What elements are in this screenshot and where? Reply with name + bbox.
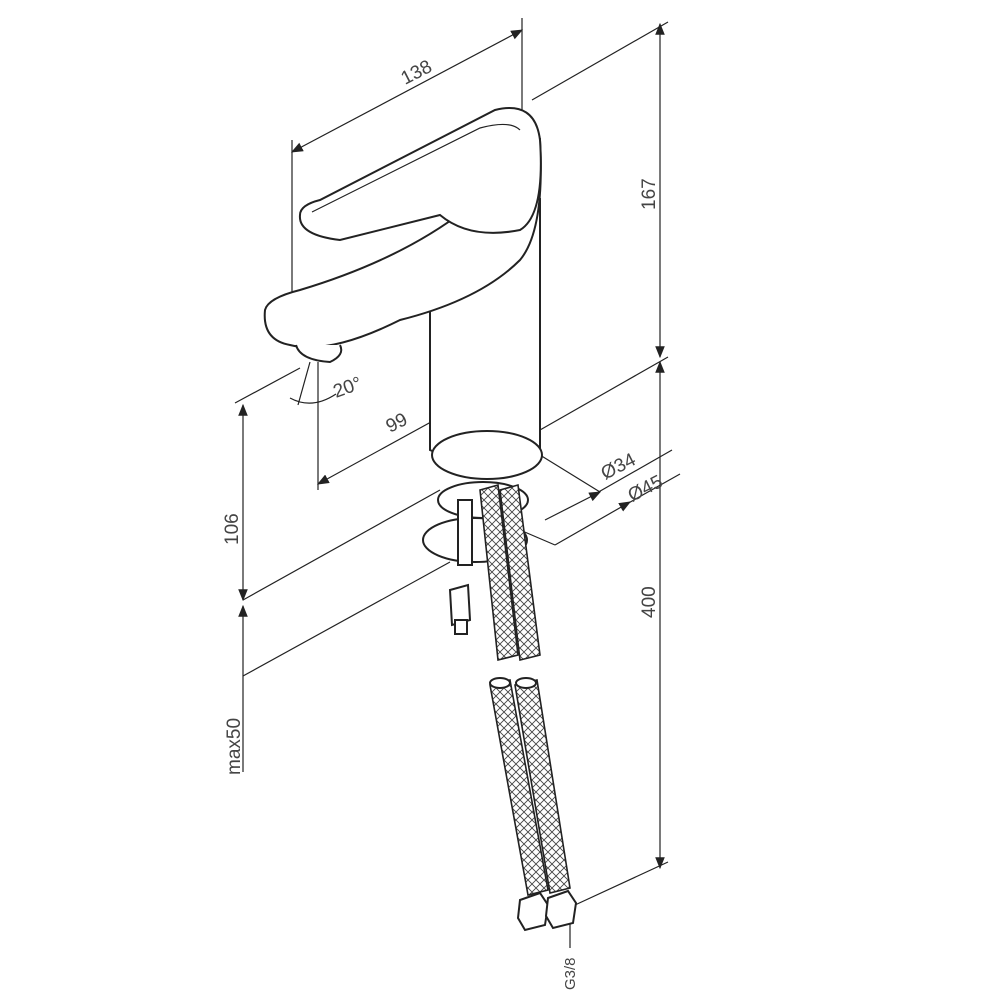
- dim-20-angle: 20°: [331, 373, 365, 403]
- dim-g38: G3/8: [562, 957, 579, 990]
- dim-d34: Ø34: [598, 449, 640, 484]
- dim-max50: max50: [224, 718, 245, 775]
- hoses: [479, 483, 578, 932]
- dim-167: 167: [639, 178, 660, 210]
- dim-138: 138: [398, 56, 436, 89]
- dimension-lines: [234, 18, 681, 948]
- dim-400: 400: [639, 586, 660, 618]
- dim-99: 99: [383, 409, 411, 437]
- dim-106: 106: [222, 513, 243, 545]
